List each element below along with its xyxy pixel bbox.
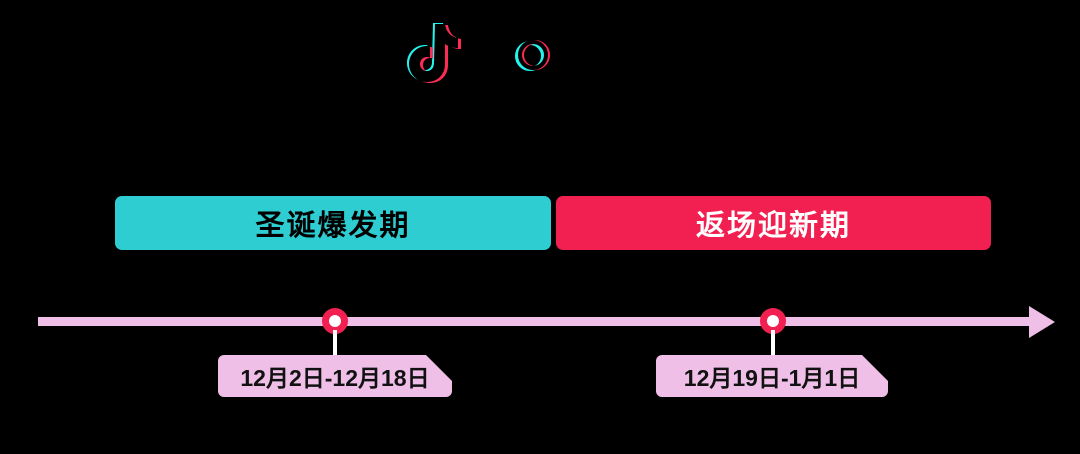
timeline-axis-line [38, 317, 1038, 326]
timeline-date-label-2: 12月19日-1月1日 [656, 355, 888, 397]
timeline-marker-1-stem [333, 330, 337, 358]
timeline-marker-2-inner [767, 315, 779, 327]
tiktok-music-note-icon [405, 22, 461, 84]
phase-banner-christmas: 圣诞爆发期 [115, 196, 551, 250]
timeline-date-label-1: 12月2日-12月18日 [218, 355, 452, 397]
phase-banner-newyear: 返场迎新期 [556, 196, 991, 250]
timeline-marker-1-inner [329, 315, 341, 327]
tiktok-logo [405, 22, 565, 84]
timeline-arrow-icon [1029, 306, 1055, 338]
tiktok-circle-o-icon [515, 38, 559, 82]
timeline-marker-2-stem [771, 330, 775, 358]
